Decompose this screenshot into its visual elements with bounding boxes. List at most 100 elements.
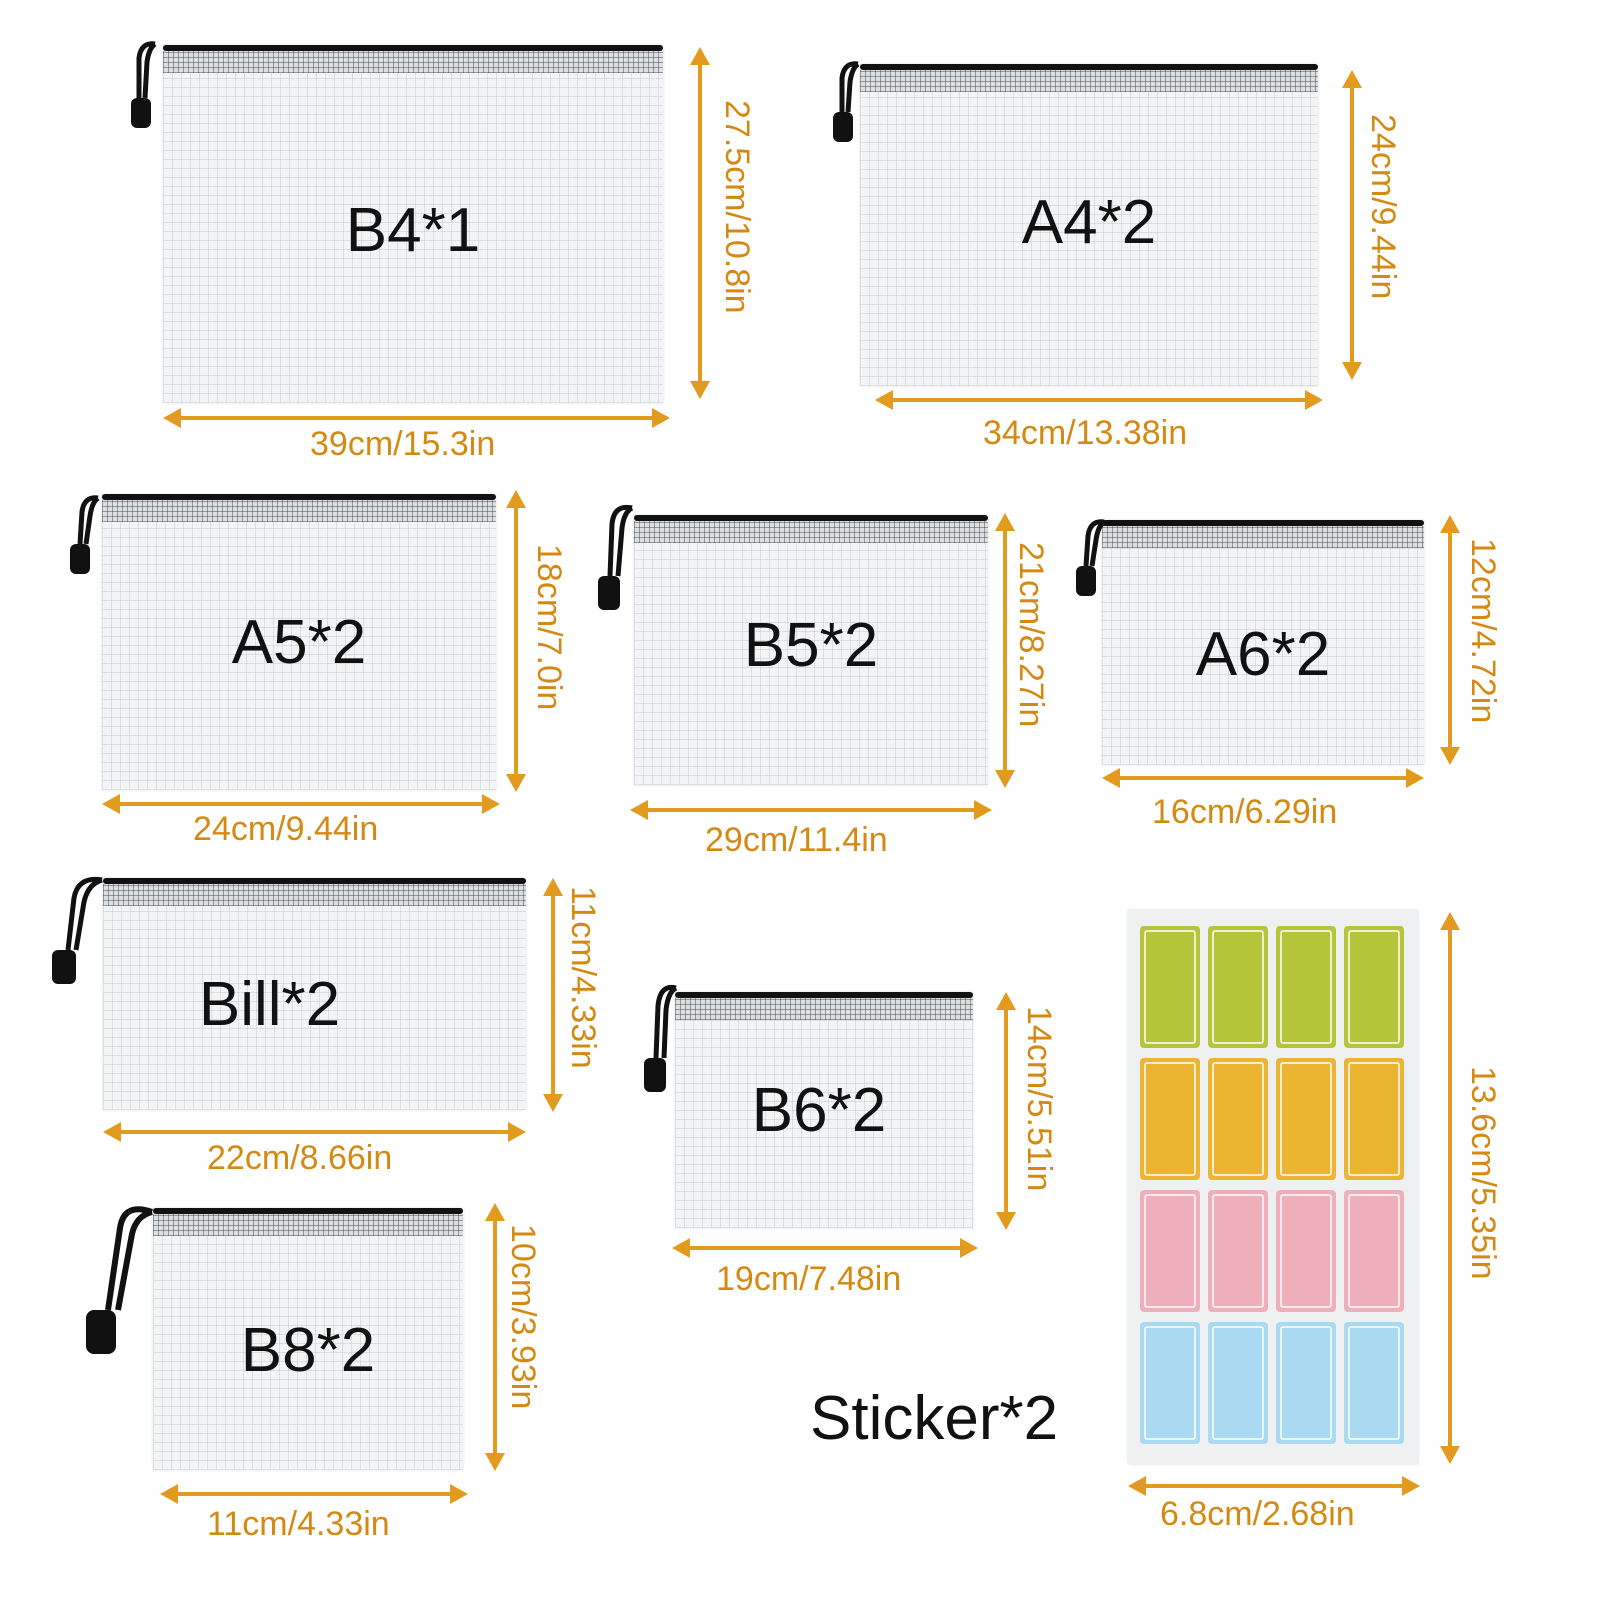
zipper-pull-icon bbox=[833, 61, 860, 142]
sticker-label-yellow bbox=[1276, 1058, 1336, 1180]
bag-size-label: Bill*2 bbox=[198, 970, 341, 1039]
sticker-label-blue bbox=[1276, 1322, 1336, 1444]
height-dimension: 27.5cm/10.8in bbox=[718, 100, 756, 314]
width-dimension: 16cm/6.29in bbox=[1152, 793, 1338, 831]
mesh-body bbox=[675, 992, 973, 1228]
width-dimension: 19cm/7.48in bbox=[716, 1260, 902, 1298]
height-arrow bbox=[996, 992, 1016, 1230]
bag-bill: Bill*2 bbox=[103, 878, 526, 1110]
mesh-body bbox=[102, 494, 496, 790]
zipper-band bbox=[163, 51, 663, 73]
sticker-label-pink bbox=[1344, 1190, 1404, 1312]
sticker-label-blue bbox=[1344, 1322, 1404, 1444]
mesh-body bbox=[103, 878, 526, 1110]
mesh-body bbox=[634, 515, 988, 785]
height-arrow bbox=[1342, 70, 1362, 380]
mesh-body bbox=[153, 1208, 463, 1470]
width-arrow bbox=[875, 390, 1323, 410]
height-dimension: 13.6cm/5.35in bbox=[1464, 1066, 1502, 1280]
sticker-label-pink bbox=[1140, 1190, 1200, 1312]
width-dimension: 6.8cm/2.68in bbox=[1160, 1495, 1355, 1533]
zipper-band bbox=[103, 884, 526, 906]
width-dimension: 24cm/9.44in bbox=[193, 810, 379, 848]
width-arrow bbox=[160, 1484, 468, 1504]
height-dimension: 12cm/4.72in bbox=[1464, 538, 1502, 724]
width-dimension: 34cm/13.38in bbox=[983, 414, 1188, 452]
bag-size-label: B8*2 bbox=[240, 1316, 376, 1385]
mesh-body bbox=[1102, 520, 1424, 765]
zipper bbox=[675, 992, 973, 998]
bag-size-label: A6*2 bbox=[1195, 620, 1331, 689]
zipper-band bbox=[860, 70, 1318, 92]
bag-b8: B8*2 bbox=[153, 1208, 463, 1470]
zipper-band bbox=[1102, 526, 1424, 548]
bag-a5: A5*2 bbox=[102, 494, 496, 790]
width-dimension: 29cm/11.4in bbox=[705, 821, 888, 859]
mesh-body bbox=[163, 45, 663, 403]
bag-size-label: A5*2 bbox=[231, 608, 367, 677]
zipper-band bbox=[102, 500, 496, 522]
zipper-pull-icon bbox=[1076, 519, 1106, 596]
sticker-label-green bbox=[1140, 926, 1200, 1048]
width-arrow bbox=[1102, 768, 1424, 788]
sticker-label-blue bbox=[1208, 1322, 1268, 1444]
bag-b5: B5*2 bbox=[634, 515, 988, 785]
zipper bbox=[163, 45, 663, 51]
sticker-label-blue bbox=[1140, 1322, 1200, 1444]
bag-a6: A6*2 bbox=[1102, 520, 1424, 765]
zipper-band bbox=[675, 998, 973, 1020]
zipper bbox=[103, 878, 526, 884]
sticker-label-green bbox=[1276, 926, 1336, 1048]
width-dimension: 11cm/4.33in bbox=[207, 1505, 390, 1543]
zipper-pull-icon bbox=[598, 504, 634, 610]
height-arrow bbox=[543, 878, 563, 1112]
bag-size-label: B6*2 bbox=[751, 1076, 887, 1145]
sticker-label-yellow bbox=[1140, 1058, 1200, 1180]
height-dimension: 18cm/7.0in bbox=[530, 544, 568, 711]
height-dimension: 14cm/5.51in bbox=[1020, 1006, 1058, 1192]
width-arrow bbox=[102, 794, 500, 814]
zipper bbox=[860, 64, 1318, 70]
width-arrow bbox=[672, 1238, 978, 1258]
bag-b4: B4*1 bbox=[163, 45, 663, 403]
sticker-size-label: Sticker*2 bbox=[810, 1384, 1059, 1453]
height-arrow bbox=[690, 47, 710, 399]
zipper-band bbox=[634, 521, 988, 543]
sticker-sheet bbox=[1128, 910, 1418, 1464]
bag-size-label: A4*2 bbox=[1021, 188, 1157, 257]
sticker-label-yellow bbox=[1344, 1058, 1404, 1180]
height-dimension: 11cm/4.33in bbox=[564, 886, 602, 1069]
width-dimension: 22cm/8.66in bbox=[207, 1139, 393, 1177]
height-dimension: 10cm/3.93in bbox=[504, 1224, 542, 1410]
height-arrow bbox=[1440, 912, 1460, 1464]
sticker-label-yellow bbox=[1208, 1058, 1268, 1180]
width-arrow bbox=[103, 1122, 526, 1142]
zipper-pull-icon bbox=[644, 984, 678, 1092]
zipper bbox=[153, 1208, 463, 1214]
zipper-band bbox=[153, 1214, 463, 1236]
sticker-label-pink bbox=[1276, 1190, 1336, 1312]
bag-b6: B6*2 bbox=[675, 992, 973, 1228]
height-dimension: 24cm/9.44in bbox=[1364, 114, 1402, 300]
zipper-pull-icon bbox=[70, 495, 100, 574]
width-arrow bbox=[163, 408, 670, 428]
zipper-pull-icon bbox=[52, 876, 103, 984]
mesh-body bbox=[860, 64, 1318, 386]
zipper bbox=[102, 494, 496, 500]
height-arrow bbox=[506, 490, 526, 792]
bag-size-label: B4*1 bbox=[345, 196, 481, 265]
sticker-label-green bbox=[1344, 926, 1404, 1048]
zipper bbox=[634, 515, 988, 521]
zipper bbox=[1102, 520, 1424, 526]
height-dimension: 21cm/8.27in bbox=[1012, 542, 1050, 728]
height-arrow bbox=[995, 513, 1015, 788]
width-arrow bbox=[630, 800, 992, 820]
width-dimension: 39cm/15.3in bbox=[310, 425, 496, 463]
height-arrow bbox=[485, 1203, 505, 1471]
zipper-pull-icon bbox=[131, 41, 157, 128]
sticker-label-pink bbox=[1208, 1190, 1268, 1312]
zipper-pull-icon bbox=[86, 1206, 154, 1354]
height-arrow bbox=[1440, 515, 1460, 765]
width-arrow bbox=[1128, 1476, 1420, 1496]
bag-a4: A4*2 bbox=[860, 64, 1318, 386]
